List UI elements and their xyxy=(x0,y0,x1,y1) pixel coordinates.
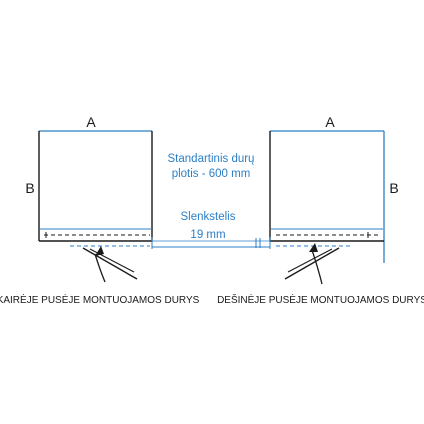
threshold-connector xyxy=(151,237,271,249)
left-door-swing-arrowhead xyxy=(95,246,104,256)
right-width-label: A xyxy=(325,114,335,130)
right-height-label: B xyxy=(389,180,398,196)
threshold-note-line1: Slenkstelis xyxy=(181,211,236,223)
right-door-open-leaf xyxy=(284,247,340,280)
door-width-note-line1: Standartinis durų xyxy=(168,153,255,165)
left-door-open-leaf xyxy=(82,247,138,280)
right-door-swing-arrow xyxy=(311,249,323,285)
left-door-caption: KAIRĖJE PUSĖJE MONTUOJAMOS DURYS xyxy=(0,293,200,306)
right-cabinet xyxy=(269,130,385,285)
left-cabinet xyxy=(38,130,153,283)
left-height-label: B xyxy=(25,180,34,196)
left-door-swing-arrow xyxy=(94,253,106,283)
right-door-swing-arrowhead xyxy=(309,243,318,252)
left-width-label: A xyxy=(86,114,96,130)
right-door-caption: DEŠINĖJE PUSĖJE MONTUOJAMOS DURYS xyxy=(217,293,424,306)
right-door-open-leaf-2 xyxy=(287,248,333,273)
threshold-note-line2: 19 mm xyxy=(190,229,225,241)
door-width-note-line2: plotis - 600 mm xyxy=(172,168,251,180)
